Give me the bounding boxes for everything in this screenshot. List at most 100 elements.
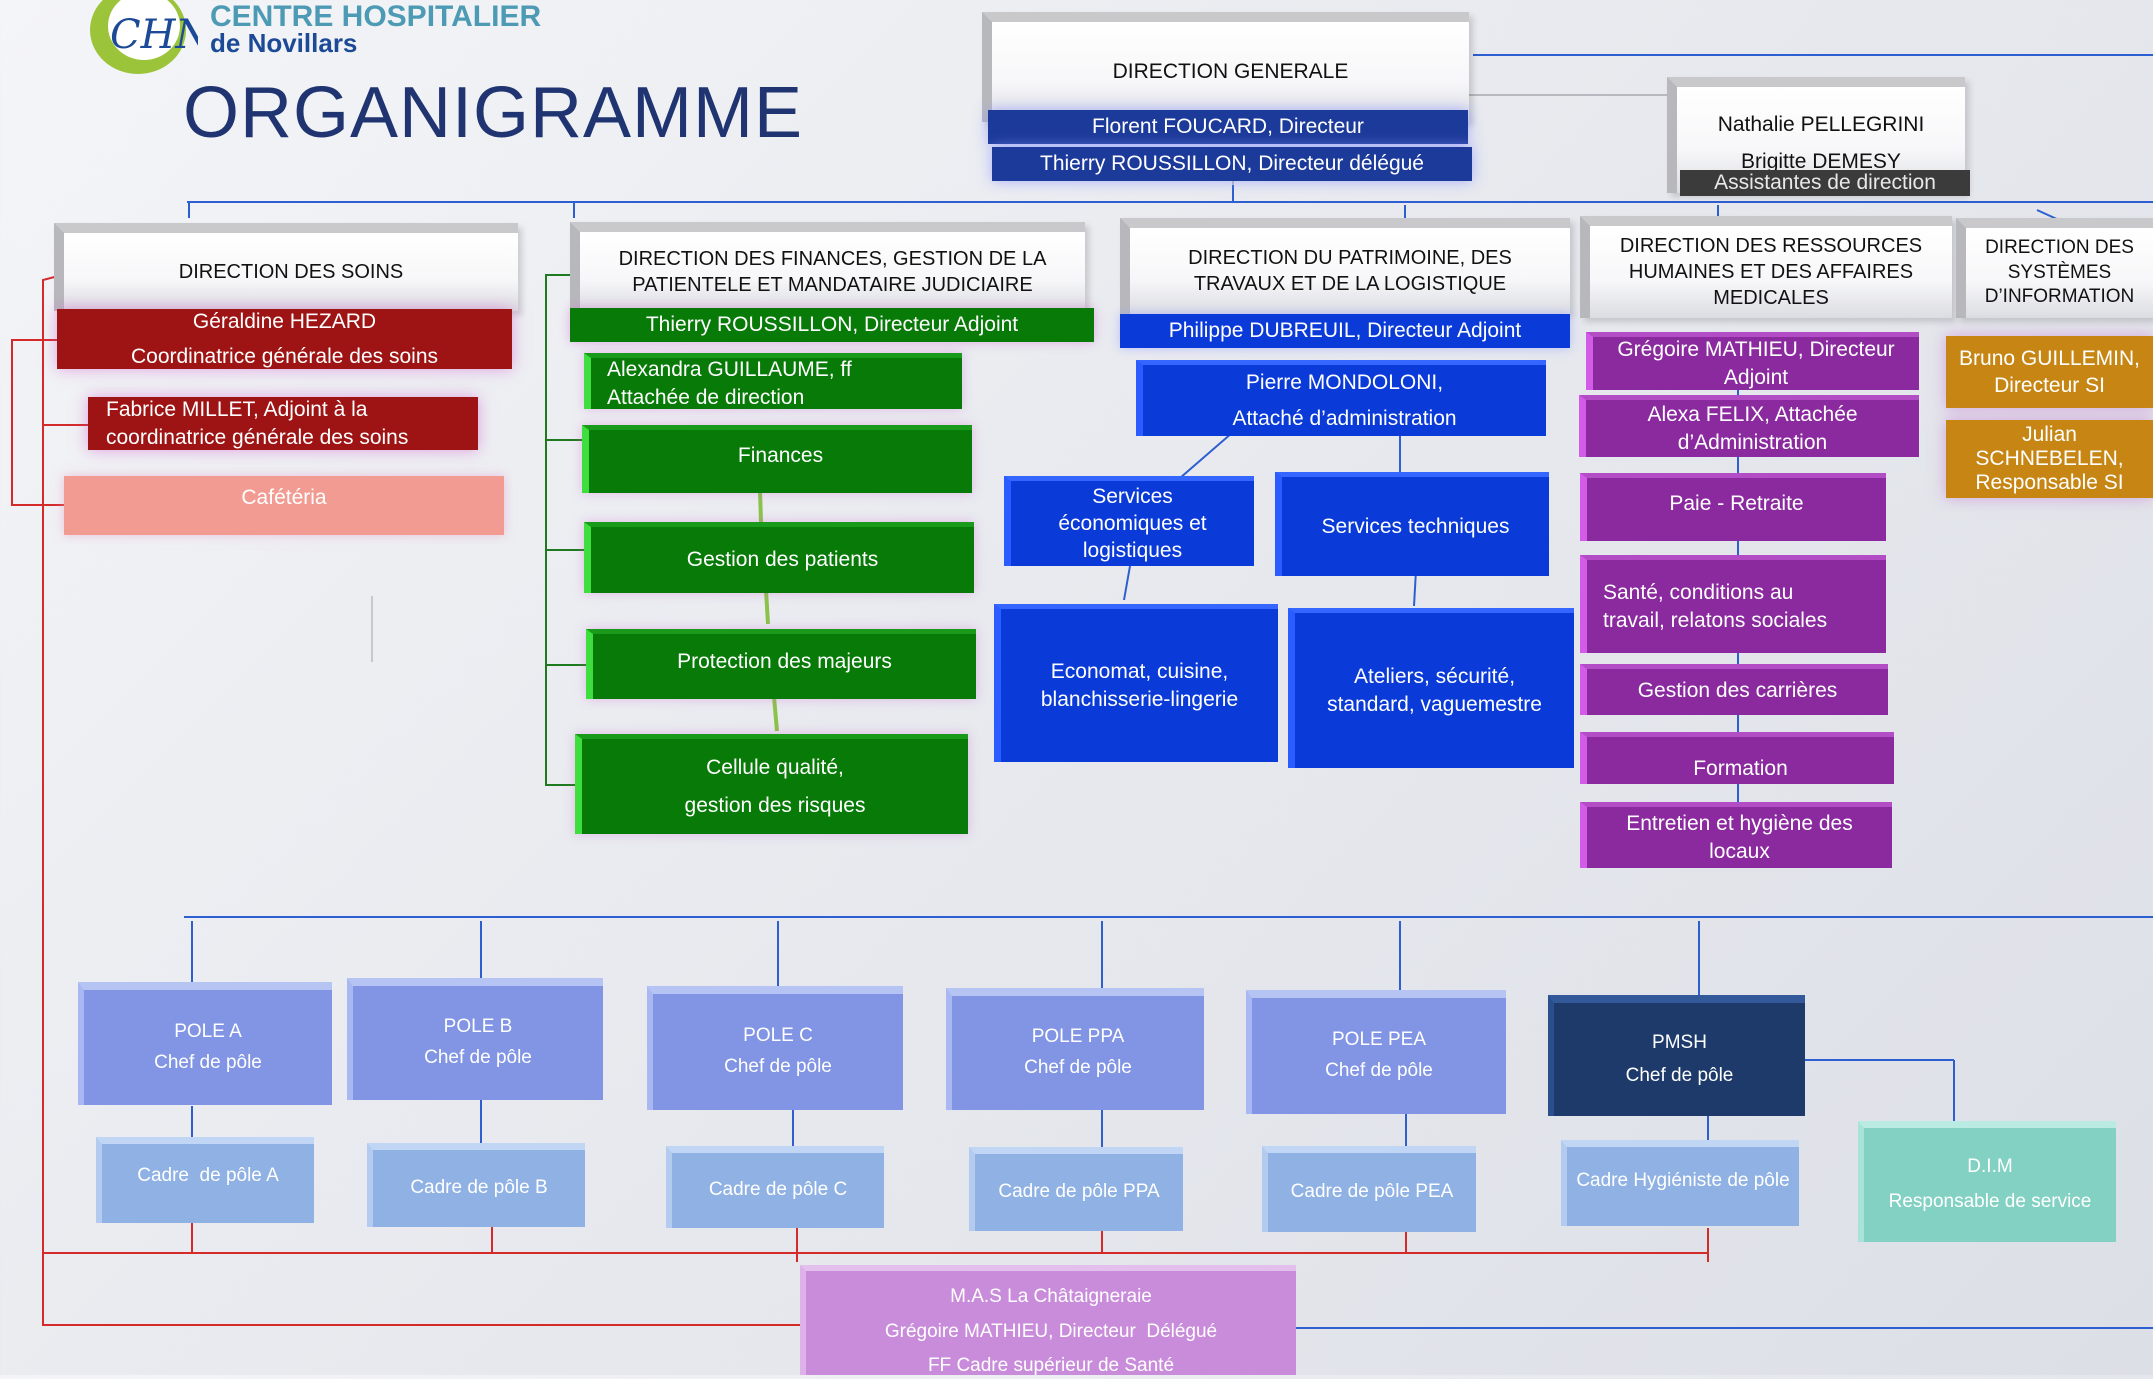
finances-attachee-line2: Attachée de direction xyxy=(607,385,805,409)
cadre-pole-ppa-label: Cadre de pôle PPA xyxy=(998,1181,1160,1203)
finances-attachee-box: Alexandra GUILLAUME, ff Attachée de dire… xyxy=(584,353,962,409)
rh-header: DIRECTION DES RESSOURCES HUMAINES ET DES… xyxy=(1580,216,1952,318)
rh-title-line1: DIRECTION DES RESSOURCES xyxy=(1619,235,1923,257)
finances-title-line1: DIRECTION DES FINANCES, GESTION DE LA xyxy=(618,247,1047,270)
cadre-pole-b-label: Cadre de pôle B xyxy=(410,1177,548,1199)
cafeteria-label: Cafétéria xyxy=(241,486,327,509)
pole-b-name: POLE B xyxy=(443,1016,513,1038)
soins-header: DIRECTION DES SOINS xyxy=(54,223,518,311)
ateliers-line1: Ateliers, sécurité, xyxy=(1353,665,1516,689)
gestion-patients-label: Gestion des patients xyxy=(686,548,879,572)
si-head-box: Bruno GUILLEMIN, Directeur SI xyxy=(1946,336,2153,408)
ateliers-line2: standard, vaguemestre xyxy=(1327,692,1542,716)
services-eco-line1: Services xyxy=(1092,484,1173,508)
mas-line2: Grégoire MATHIEU, Directeur Délégué xyxy=(884,1320,1218,1342)
cadre-pmsh-box: Cadre Hygiéniste de pôle xyxy=(1561,1140,1799,1226)
si-title-line1: DIRECTION DES xyxy=(1985,236,2134,258)
pole-c-box: POLE C Chef de pôle xyxy=(647,986,903,1110)
services-eco-box: Services économiques et logistiques xyxy=(1004,476,1254,566)
mas-box: M.A.S La Châtaigneraie Grégoire MATHIEU,… xyxy=(800,1265,1296,1376)
pole-a-box: POLE A Chef de pôle xyxy=(78,982,332,1105)
mas-line1: M.A.S La Châtaigneraie xyxy=(950,1286,1152,1307)
entretien-box: Entretien et hygiène des locaux xyxy=(1580,802,1892,868)
si-title-line2: SYSTÈMES xyxy=(2007,261,2112,283)
page-title: ORGANIGRAMME xyxy=(183,73,804,153)
hospital-logo: CHN CENTRE HOSPITALIER de Novillars xyxy=(88,0,541,80)
patrimoine-title-line1: DIRECTION DU PATRIMOINE, DES xyxy=(1188,247,1512,269)
dim-box: D.I.M Responsable de service xyxy=(1858,1121,2116,1242)
logo-text-line2: de Novillars xyxy=(210,28,358,58)
pole-b-box: POLE B Chef de pôle xyxy=(347,978,603,1100)
deputy-director-bar: Thierry ROUSSILLON, Directeur délégué xyxy=(992,147,1472,181)
director-name: Florent FOUCARD, Directeur xyxy=(1092,115,1364,139)
soins-head-box: Géraldine HEZARD Coordinatrice générale … xyxy=(57,309,512,369)
si-resp-line2: SCHNEBELEN, xyxy=(1975,446,2124,470)
direction-generale-title: DIRECTION GENERALE xyxy=(1112,60,1349,84)
soins-adjoint-box: Fabrice MILLET, Adjoint à la coordinatri… xyxy=(88,397,478,450)
sante-line2: travail, relatons sociales xyxy=(1603,608,1828,632)
pole-pmsh-name: PMSH xyxy=(1652,1031,1707,1053)
pole-a-role: Chef de pôle xyxy=(154,1051,262,1073)
pole-pea-box: POLE PEA Chef de pôle xyxy=(1246,990,1506,1114)
cadre-pole-ppa-box: Cadre de pôle PPA xyxy=(969,1147,1183,1231)
si-resp-line3: Responsable SI xyxy=(1975,471,2124,495)
rh-attachee-line2: d’Administration xyxy=(1677,430,1828,454)
soins-title: DIRECTION DES SOINS xyxy=(178,261,404,283)
pole-pmsh-role: Chef de pôle xyxy=(1625,1064,1734,1086)
director-bar: Florent FOUCARD, Directeur xyxy=(988,110,1468,144)
pole-ppa-box: POLE PPA Chef de pôle xyxy=(946,988,1204,1110)
logo-text-line1: CENTRE HOSPITALIER xyxy=(210,0,542,33)
cafeteria-box: Cafétéria xyxy=(64,476,504,535)
direction-generale-header: DIRECTION GENERALE xyxy=(982,12,1469,122)
dim-name: D.I.M xyxy=(1967,1156,2013,1178)
dim-role: Responsable de service xyxy=(1888,1191,2092,1212)
svg-text:CHN: CHN xyxy=(110,12,198,58)
rh-head-box: Grégoire MATHIEU, Directeur Adjoint xyxy=(1586,332,1919,390)
patrimoine-title-line2: TRAVAUX ET DE LA LOGISTIQUE xyxy=(1193,273,1507,295)
soins-head-role: Coordinatrice générale des soins xyxy=(130,345,438,368)
economat-box: Economat, cuisine, blanchisserie-lingeri… xyxy=(994,604,1278,762)
si-resp-box: Julian SCHNEBELEN, Responsable SI xyxy=(1946,420,2153,498)
patrimoine-head-name: Philippe DUBREUIL, Directeur Adjoint xyxy=(1168,319,1522,343)
rh-title-line2: HUMAINES ET DES AFFAIRES xyxy=(1628,261,1914,283)
si-title-line3: D’INFORMATION xyxy=(1984,286,2135,308)
formation-label: Formation xyxy=(1693,756,1788,780)
pole-pea-role: Chef de pôle xyxy=(1325,1060,1433,1081)
rh-attachee-box: Alexa FELIX, Attachée d’Administration xyxy=(1579,395,1919,457)
cadre-pole-pea-label: Cadre de pôle PEA xyxy=(1290,1181,1454,1203)
rh-attachee-line1: Alexa FELIX, Attachée xyxy=(1647,403,1858,427)
patrimoine-head-bar: Philippe DUBREUIL, Directeur Adjoint xyxy=(1120,314,1570,348)
protection-majeurs-label: Protection des majeurs xyxy=(677,650,892,673)
si-head-line1: Bruno GUILLEMIN, xyxy=(1959,346,2140,370)
cadre-pole-b-box: Cadre de pôle B xyxy=(367,1143,585,1227)
finances-attachee-line1: Alexandra GUILLAUME, ff xyxy=(607,358,852,382)
cadre-pole-a-label: Cadre de pôle A xyxy=(137,1165,279,1186)
cadre-pole-c-label: Cadre de pôle C xyxy=(708,1179,848,1201)
soins-adjoint-line2: coordinatrice générale des soins xyxy=(106,425,409,449)
cadre-pmsh-label: Cadre Hygiéniste de pôle xyxy=(1576,1170,1790,1191)
pole-pmsh-box: PMSH Chef de pôle xyxy=(1548,995,1805,1116)
finances-title-line2: PATIENTELE ET MANDATAIRE JUDICIAIRE xyxy=(632,273,1033,296)
rh-title-line3: MEDICALES xyxy=(1713,287,1829,309)
economat-line1: Economat, cuisine, xyxy=(1050,660,1229,684)
cellule-qualite-line2: gestion des risques xyxy=(684,793,866,817)
sante-line1: Santé, conditions au xyxy=(1603,581,1794,605)
assistantes-role: Assistantes de direction xyxy=(1714,171,1936,195)
patrimoine-header: DIRECTION DU PATRIMOINE, DES TRAVAUX ET … xyxy=(1120,218,1570,314)
finances-unit-label: Finances xyxy=(737,444,824,467)
sante-box: Santé, conditions au travail, relatons s… xyxy=(1580,555,1886,653)
hospital-emblem-icon: CHN xyxy=(90,0,198,74)
services-eco-line3: logistiques xyxy=(1082,539,1183,563)
assistante-name-2: Brigitte DEMESY xyxy=(1741,150,1901,174)
cadre-pole-a-box: Cadre de pôle A xyxy=(96,1137,314,1223)
pole-ppa-role: Chef de pôle xyxy=(1024,1057,1132,1078)
economat-line2: blanchisserie-lingerie xyxy=(1040,687,1239,711)
cellule-qualite-box: Cellule qualité, gestion des risques xyxy=(575,734,968,834)
services-tech-label: Services techniques xyxy=(1321,514,1510,538)
deputy-director-name: Thierry ROUSSILLON, Directeur délégué xyxy=(1040,152,1424,176)
assistante-name-1: Nathalie PELLEGRINI xyxy=(1717,113,1925,136)
rh-head-line1: Grégoire MATHIEU, Directeur xyxy=(1617,338,1895,362)
patrimoine-attache-line1: Pierre MONDOLONI, xyxy=(1245,371,1444,395)
services-eco-line2: économiques et xyxy=(1058,511,1207,535)
cadre-pole-pea-box: Cadre de pôle PEA xyxy=(1262,1146,1476,1232)
